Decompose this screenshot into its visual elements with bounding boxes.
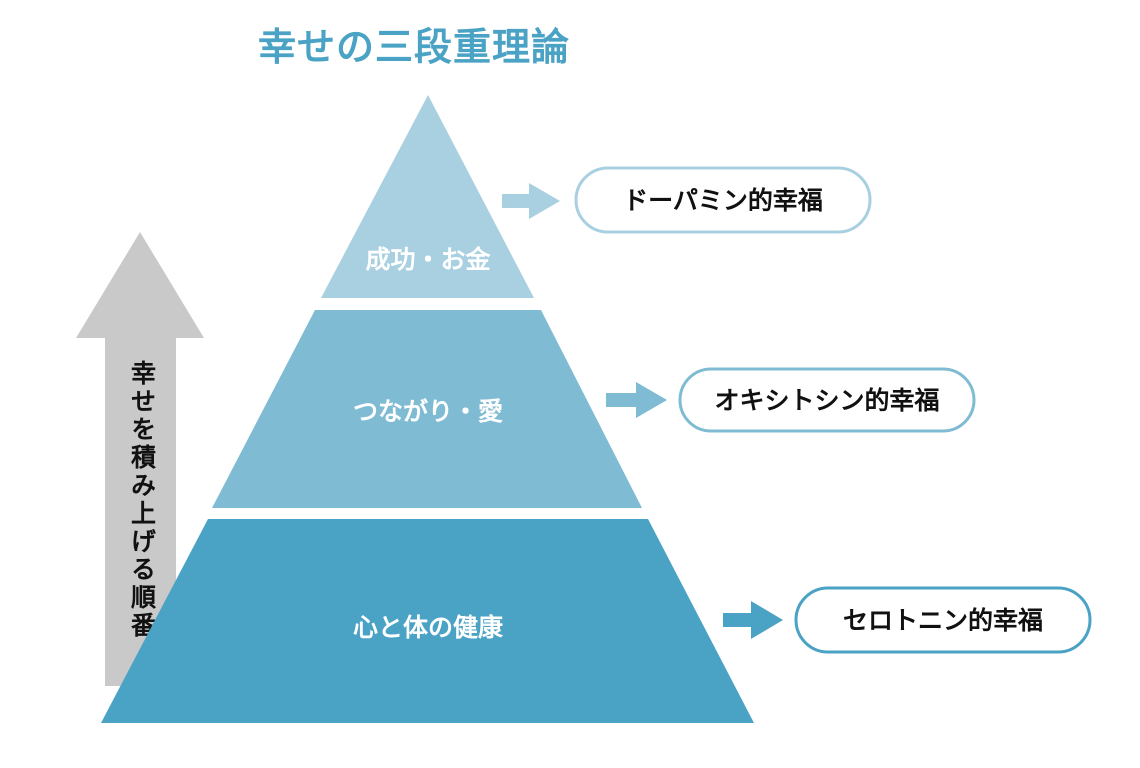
arrow-top: [502, 183, 560, 219]
tier-label-top: 成功・お金: [365, 245, 491, 274]
order-arrow-label: 幸せを積み上げる順番: [128, 360, 158, 640]
result-arrows: [502, 183, 783, 639]
tier-label-bottom: 心と体の健康: [353, 613, 504, 642]
result-pill-bottom-text: セロトニン的幸福: [843, 606, 1043, 635]
result-pill-middle: オキシトシン的幸福: [678, 367, 976, 433]
result-pill-top-text: ドーパミン的幸福: [623, 186, 823, 215]
order-arrow: 幸せを積み上げる順番: [76, 232, 204, 686]
diagram-title: 幸せの三段重理論: [258, 25, 570, 69]
result-pill-middle-text: オキシトシン的幸福: [714, 386, 939, 415]
pyramid: 成功・お金 つながり・愛 心と体の健康: [101, 95, 754, 723]
tier-label-middle: つながり・愛: [353, 397, 503, 426]
pyramid-tier-top: [321, 95, 534, 298]
pyramid-tier-middle: [212, 310, 642, 508]
order-arrow-shape: [76, 232, 204, 686]
result-pill-top-border: [574, 166, 872, 234]
result-pill-middle-border: [678, 367, 976, 433]
result-pill-bottom-border: [794, 586, 1092, 654]
result-pill-top: ドーパミン的幸福: [574, 166, 872, 234]
arrow-middle: [606, 382, 667, 418]
result-pill-bottom: セロトニン的幸福: [794, 586, 1092, 654]
pyramid-tier-bottom: [101, 519, 754, 723]
arrow-bottom: [723, 601, 783, 639]
